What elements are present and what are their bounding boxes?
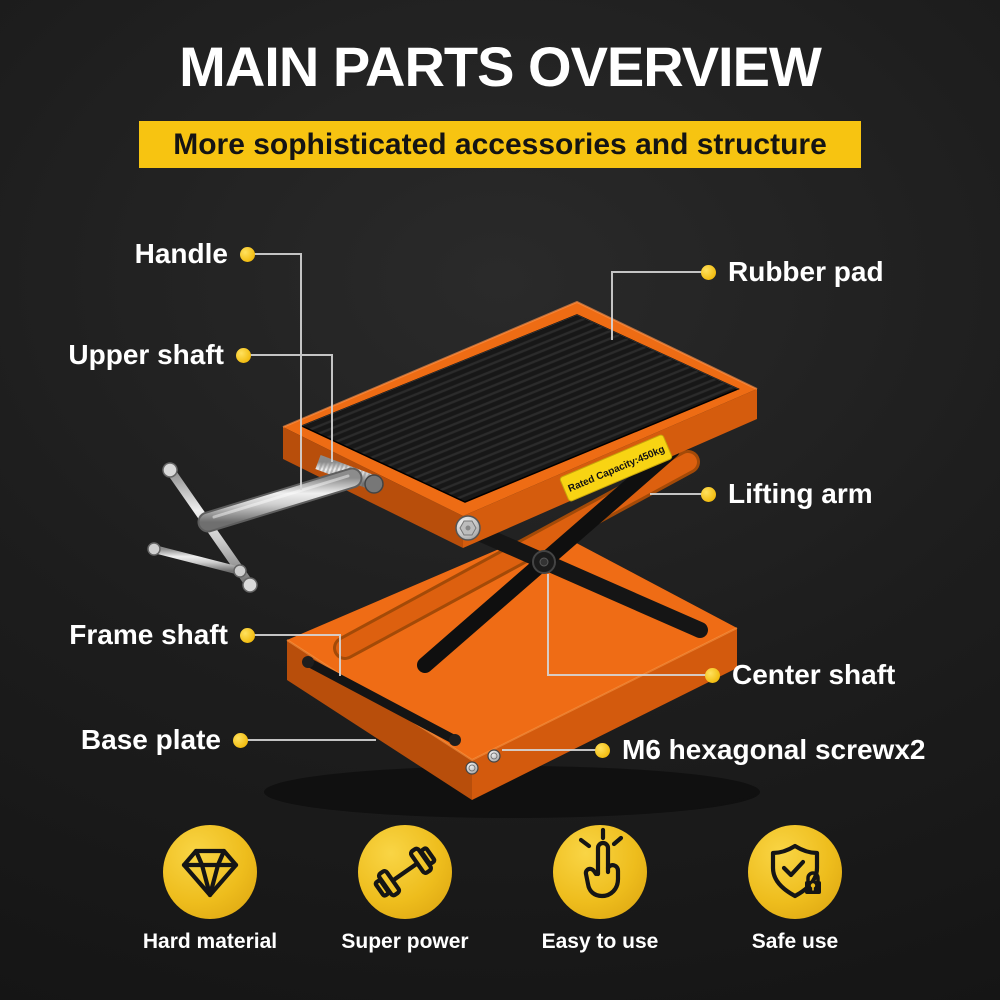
callout-label: Frame shaft bbox=[69, 619, 228, 650]
shield-lock-icon bbox=[770, 843, 821, 899]
callout-center-shaft: Center shaft bbox=[705, 656, 895, 694]
leader-line-handle bbox=[247, 253, 302, 490]
leader-line-rubber-pad bbox=[611, 271, 708, 340]
feature-label-easy-to-use: Easy to use bbox=[541, 930, 659, 953]
callout-dot bbox=[233, 732, 248, 748]
callout-upper-shaft: Upper shaft bbox=[68, 336, 251, 374]
callout-label: Lifting arm bbox=[728, 478, 873, 509]
leader-lines bbox=[240, 253, 712, 751]
strength-icon bbox=[373, 846, 437, 898]
callout-lifting-arm: Lifting arm bbox=[701, 475, 873, 513]
callout-dot bbox=[595, 742, 610, 758]
callout-label: Rubber pad bbox=[728, 256, 884, 287]
callout-dot bbox=[705, 667, 720, 683]
rubber-pad bbox=[300, 314, 740, 503]
leader-line-upper-shaft bbox=[243, 354, 333, 462]
feature-super-power bbox=[358, 825, 452, 919]
callout-dot bbox=[240, 246, 255, 262]
feature-hard-material bbox=[163, 825, 257, 919]
leader-line-frame-shaft bbox=[247, 634, 341, 676]
callout-m6-screw: M6 hexagonal screwx2 bbox=[595, 731, 925, 769]
feature-label-safe-use: Safe use bbox=[751, 930, 839, 953]
page-title: MAIN PARTS OVERVIEW bbox=[179, 35, 822, 98]
callout-label: Upper shaft bbox=[68, 339, 224, 370]
callout-label: Handle bbox=[134, 238, 228, 269]
callout-label: M6 hexagonal screwx2 bbox=[622, 734, 926, 765]
tap-icon bbox=[578, 827, 624, 899]
callout-dot bbox=[701, 264, 716, 280]
pivot-bolt bbox=[455, 515, 481, 541]
handle bbox=[147, 462, 363, 593]
callout-base-plate: Base plate bbox=[81, 721, 248, 759]
feature-easy-to-use bbox=[553, 825, 647, 919]
callout-dot bbox=[701, 486, 716, 502]
feature-safe-use bbox=[748, 825, 842, 919]
callout-dot bbox=[236, 347, 251, 363]
feature-label-hard-material: Hard material bbox=[142, 930, 278, 953]
callout-rubber-pad: Rubber pad bbox=[701, 253, 884, 291]
subtitle-banner: More sophisticated accessories and struc… bbox=[139, 121, 861, 168]
callout-handle: Handle bbox=[135, 235, 255, 273]
callout-label: Base plate bbox=[80, 724, 221, 755]
ground-shadow bbox=[264, 766, 760, 818]
callout-frame-shaft: Frame shaft bbox=[69, 616, 255, 654]
m6-screws bbox=[465, 749, 501, 775]
diamond-icon bbox=[181, 848, 239, 898]
center-shaft bbox=[532, 550, 556, 574]
feature-label-super-power: Super power bbox=[341, 930, 469, 953]
frame-shaft bbox=[302, 656, 461, 746]
leader-line-center-shaft bbox=[547, 574, 712, 676]
callout-dot bbox=[240, 627, 255, 643]
callout-label: Center shaft bbox=[732, 659, 896, 690]
